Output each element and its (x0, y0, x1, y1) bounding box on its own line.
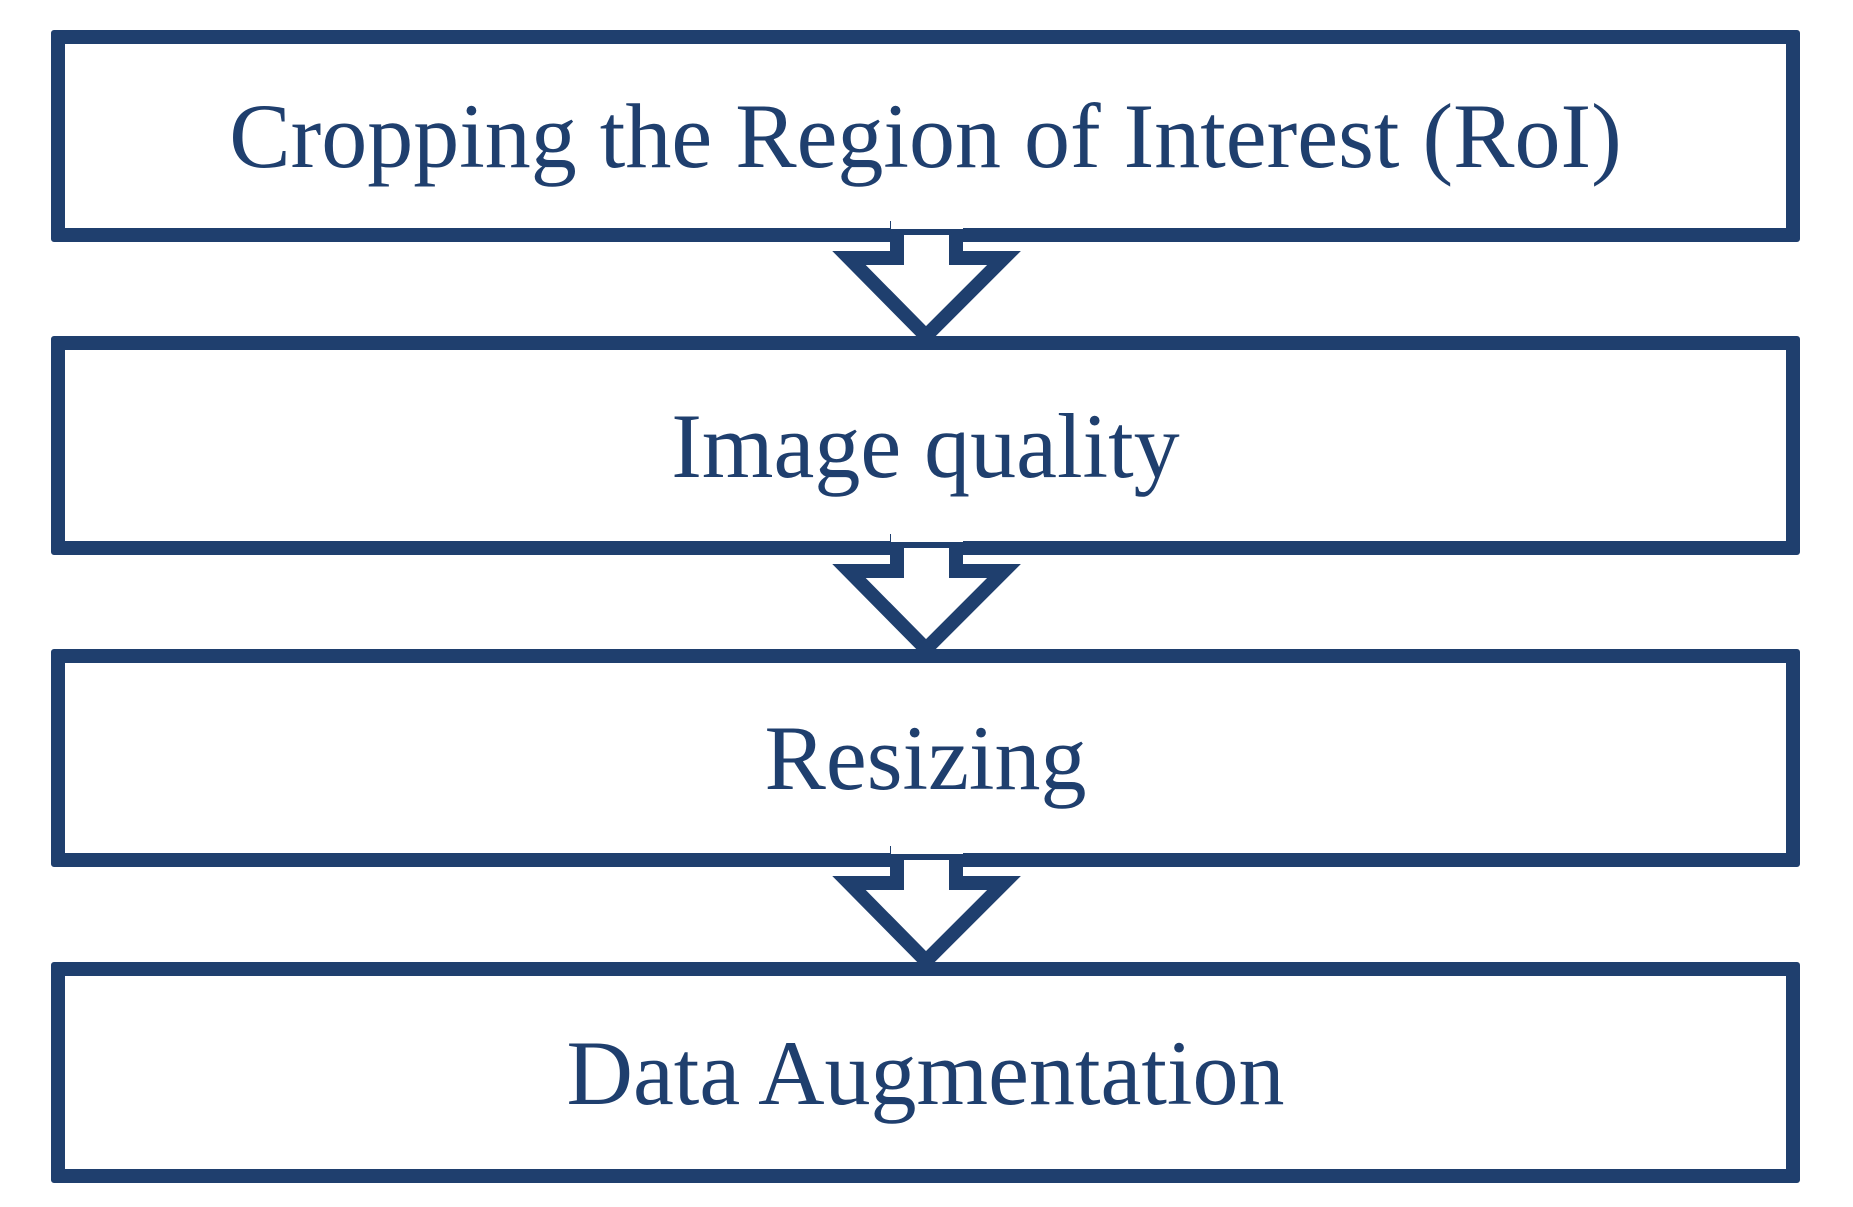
step-label: Data Augmentation (566, 1021, 1285, 1124)
down-arrow-icon (832, 845, 1021, 971)
step-label: Resizing (764, 707, 1087, 809)
down-arrow-icon (832, 533, 1021, 659)
step-box-data-augmentation: Data Augmentation (51, 962, 1800, 1183)
step-label: Cropping the Region of Interest (RoI) (229, 85, 1622, 187)
step-label: Image quality (671, 394, 1180, 497)
step-box-resizing: Resizing (51, 649, 1800, 867)
step-box-cropping-roi: Cropping the Region of Interest (RoI) (51, 30, 1800, 242)
step-box-image-quality: Image quality (51, 336, 1800, 555)
down-arrow-icon (832, 220, 1021, 346)
